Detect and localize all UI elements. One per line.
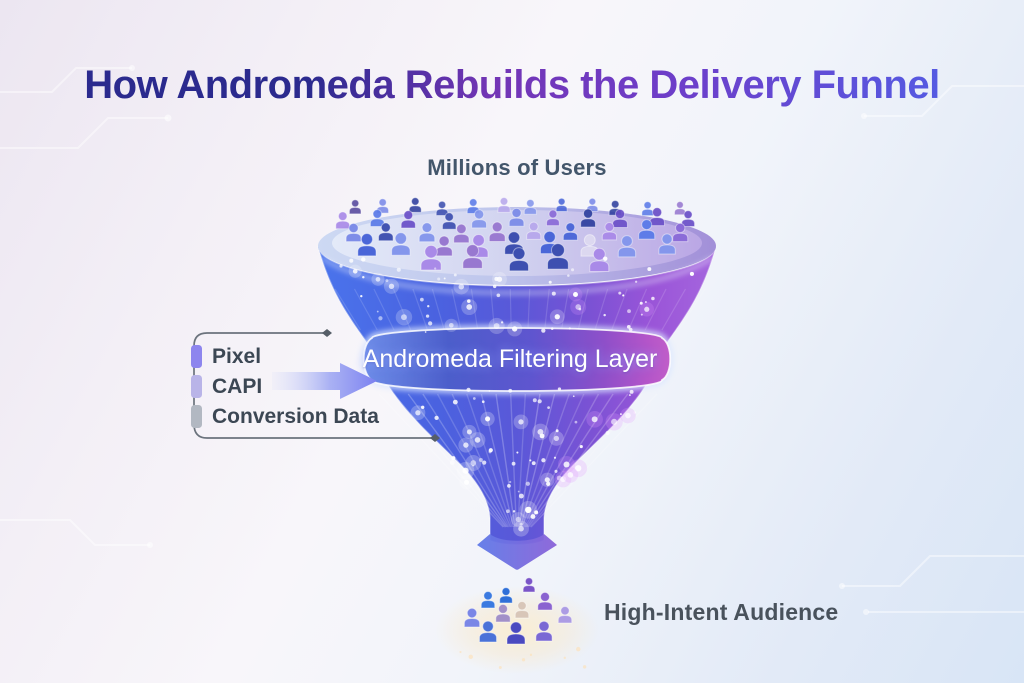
circuit-decor	[0, 65, 1024, 615]
warm-sparkles	[459, 646, 587, 669]
sparkles	[339, 256, 695, 537]
top-crowd	[335, 197, 696, 272]
band-label: Andromeda Filtering Layer	[362, 345, 658, 373]
input-chip	[191, 405, 202, 428]
input-label: Conversion Data	[212, 405, 379, 428]
input-row: Pixel	[191, 345, 379, 368]
input-chip	[191, 345, 202, 368]
input-row: CAPI	[191, 375, 379, 398]
funnel-body	[317, 245, 717, 546]
input-chip	[191, 375, 202, 398]
top-funnel-label: Millions of Users	[427, 155, 607, 180]
input-label: CAPI	[212, 375, 263, 398]
data-inputs-callout: Pixel CAPI Conversion Data	[191, 345, 379, 428]
page-title: How Andromeda Rebuilds the Delivery Funn…	[0, 63, 1024, 108]
input-row: Conversion Data	[191, 405, 379, 428]
input-arrow-icon	[272, 363, 377, 399]
filtering-band	[360, 324, 674, 395]
bottom-crowd	[463, 577, 573, 645]
bottom-funnel-label: High-Intent Audience	[604, 599, 839, 625]
funnel-tip-arrow-icon	[477, 534, 557, 570]
input-label: Pixel	[212, 345, 262, 368]
